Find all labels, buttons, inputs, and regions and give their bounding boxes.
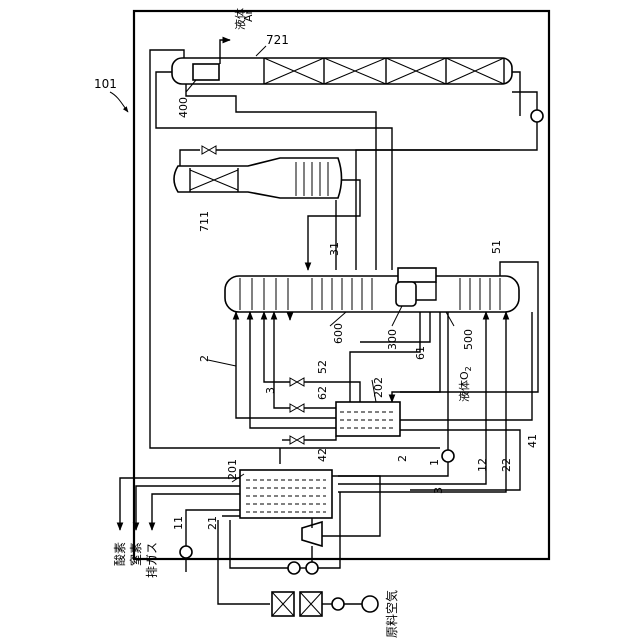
reboiler-box [398, 268, 436, 282]
label-argon-condenser: 400 [177, 97, 190, 118]
main-heat-exchanger [240, 470, 332, 518]
label-s11: 11 [172, 516, 185, 530]
label-s31: 31 [328, 242, 341, 256]
booster-compressor [288, 562, 300, 574]
label-s12: 12 [476, 458, 489, 472]
label-s42: 42 [316, 448, 329, 462]
valve-62[interactable] [290, 404, 304, 412]
label-s1: 1 [428, 459, 441, 466]
label-s3: 3 [264, 387, 277, 394]
argon-pump [531, 110, 543, 122]
label-hx-main: 201 [226, 459, 239, 480]
valve-42[interactable] [290, 436, 304, 444]
label-feed-air: 原料空気 [384, 590, 399, 638]
label-exhaust: 排ガス [145, 542, 159, 578]
label-s2: 2 [198, 355, 211, 362]
aftercooler [332, 598, 344, 610]
label-s2b: 2 [396, 455, 409, 462]
label-auxiliary-column: 711 [198, 211, 211, 232]
label-s52: 52 [316, 360, 329, 374]
label-sub-column: 500 [462, 329, 475, 350]
label-system: 101 [94, 77, 117, 91]
label-s62: 62 [316, 386, 329, 400]
label-main-column: 600 [332, 323, 345, 344]
label-s61: 61 [414, 346, 427, 360]
label-liquid-o2: 液体O2 [457, 366, 473, 402]
label-s21: 21 [206, 516, 219, 530]
generator [306, 562, 318, 574]
label-s3b: 3 [432, 487, 445, 494]
auxiliary-column [174, 158, 342, 198]
leader-101 [110, 92, 128, 112]
air-compressor [362, 596, 378, 612]
label-oxygen: 酸素 [112, 542, 127, 566]
subcooler-202 [336, 402, 400, 436]
label-hx-sub: 202 [372, 377, 385, 398]
label-s51: 51 [490, 240, 503, 254]
label-s41: 41 [526, 434, 539, 448]
reboiler [396, 282, 416, 306]
label-nitrogen: 窒素 [128, 542, 143, 566]
product-pump-11 [180, 546, 192, 558]
liquid-o2-prefix: 液体O [457, 371, 471, 402]
argon-condenser [193, 64, 219, 80]
label-reboiler: 300 [386, 329, 399, 350]
liquid-o2-pump [442, 450, 454, 462]
argon-column [172, 58, 512, 84]
liquid-o2-sub: 2 [464, 366, 473, 371]
main-column [225, 276, 519, 312]
label-argon-column: 721 [266, 33, 289, 47]
valve-52[interactable] [290, 378, 304, 386]
label-liquid-ar-2: Ar [242, 9, 255, 22]
